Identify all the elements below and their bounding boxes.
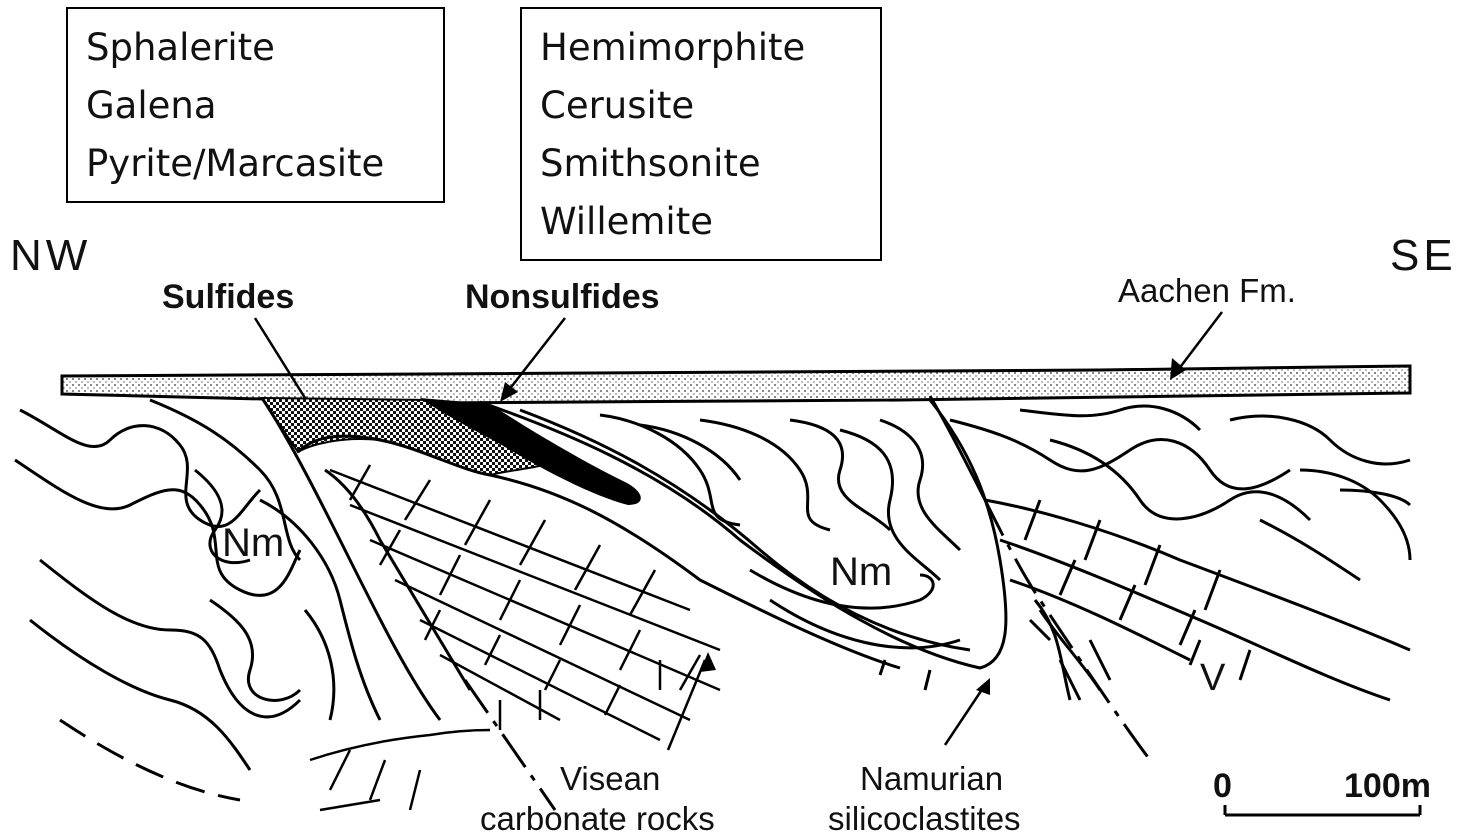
label-namurian-2: silicoclastites bbox=[828, 800, 1021, 835]
label-nonsulfides: Nonsulfides bbox=[465, 278, 660, 316]
scale-bar: 0 100m bbox=[1213, 767, 1431, 815]
label-visean-1: Visean bbox=[560, 760, 660, 797]
label-nm-left: Nm bbox=[222, 521, 284, 565]
label-namurian-1: Namurian bbox=[860, 760, 1003, 797]
direction-se: SE bbox=[1390, 231, 1457, 280]
scale-start-label: 0 bbox=[1213, 767, 1232, 805]
arrow-namurian bbox=[976, 678, 990, 695]
label-sulfides: Sulfides bbox=[162, 278, 294, 316]
label-visean-2: carbonate rocks bbox=[480, 800, 715, 835]
label-aachen-fm: Aachen Fm. bbox=[1118, 272, 1296, 309]
label-nm-middle: Nm bbox=[830, 550, 892, 594]
carbonate-remnant bbox=[310, 730, 490, 810]
arrow-visean bbox=[700, 652, 716, 672]
carbonate-bedding bbox=[330, 465, 720, 740]
namurian-folds-left bbox=[15, 400, 380, 800]
label-v: V bbox=[1200, 657, 1226, 699]
direction-nw: NW bbox=[10, 231, 91, 280]
right-block bbox=[985, 500, 1410, 700]
scale-end-label: 100m bbox=[1344, 767, 1431, 805]
namurian-syncline bbox=[480, 400, 1006, 690]
fault-lines bbox=[262, 396, 1150, 810]
namurian-folds-right bbox=[950, 406, 1410, 580]
